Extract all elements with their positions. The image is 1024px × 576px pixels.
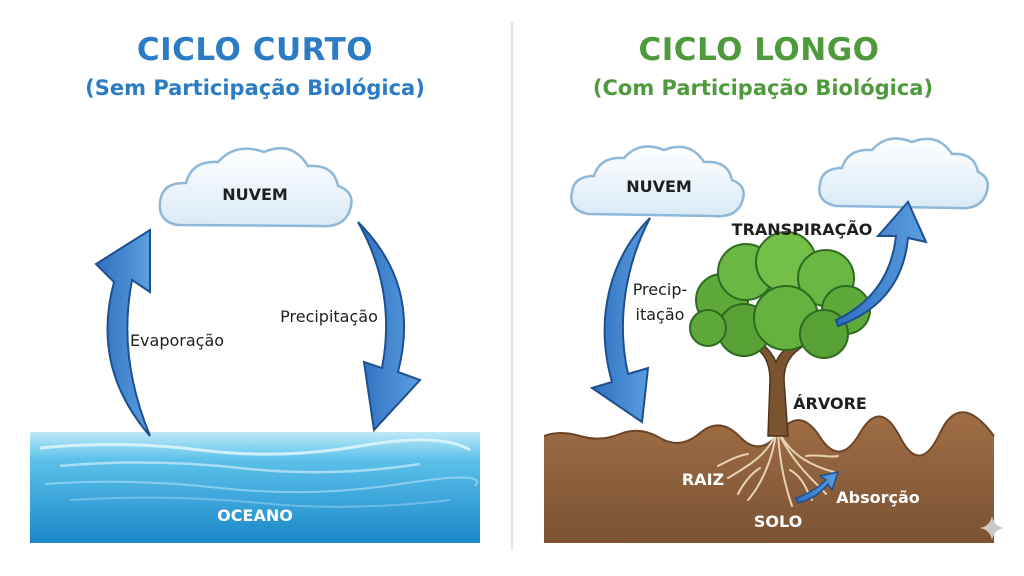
- precipitation-arrow: [357, 221, 422, 433]
- absorption-arrow: [795, 470, 840, 504]
- left-title: CICLO CURTO: [136, 32, 374, 68]
- evaporation-label: Evaporação: [129, 331, 225, 350]
- ocean: [30, 432, 480, 543]
- root-label: RAIZ: [681, 470, 725, 489]
- precipitation-label-right-line1: Precip-: [632, 280, 688, 299]
- sparkle-icon: [980, 516, 1004, 540]
- transpiration-arrow: [834, 200, 928, 328]
- tree-icon: [689, 231, 871, 359]
- left-subtitle: (Sem Participação Biológica): [85, 76, 425, 100]
- cloud-icon-far-right: [818, 137, 989, 210]
- right-title: CICLO LONGO: [638, 32, 880, 68]
- absorption-label: Absorção: [836, 488, 920, 507]
- right-subtitle: (Com Participação Biológica): [592, 76, 934, 100]
- tree-label: ÁRVORE: [793, 394, 867, 413]
- cloud-icon-left: [158, 147, 353, 228]
- precipitation-label-right-line2: itação: [635, 305, 685, 324]
- cloud-icon-right: [570, 145, 745, 218]
- evaporation-arrow: [94, 228, 151, 437]
- right-cloud-label: NUVEM: [626, 177, 692, 196]
- roots: [717, 433, 839, 507]
- ocean-label: OCEANO: [217, 506, 293, 525]
- precipitation-label: Precipitação: [280, 307, 378, 326]
- soil-label: SOLO: [753, 512, 803, 531]
- left-cloud-label: NUVEM: [222, 185, 288, 204]
- transpiration-label: TRANSPIRAÇÃO: [731, 220, 873, 239]
- precipitation-arrow-right: [589, 217, 651, 424]
